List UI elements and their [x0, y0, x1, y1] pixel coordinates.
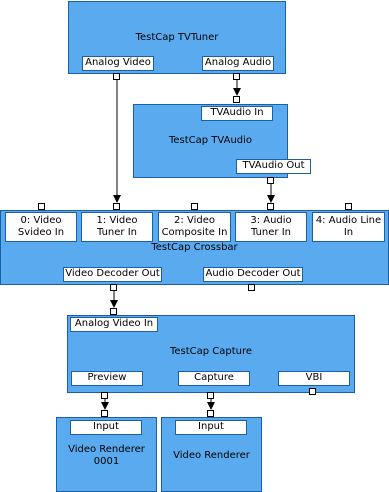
- pin-label-line2: Tuner In: [251, 227, 291, 238]
- filter-title-line2: 0001: [93, 456, 120, 467]
- connector-vbi[interactable]: [309, 388, 316, 395]
- connector-tvaudio-out[interactable]: [267, 177, 274, 184]
- pin-preview[interactable]: Preview: [71, 371, 143, 386]
- filter-title: TestCap Capture: [169, 346, 253, 357]
- pin-label-line1: 4: Audio Line: [315, 215, 382, 226]
- pin-vbi[interactable]: VBI: [278, 371, 350, 386]
- filter-tvaudio[interactable]: TVAudio In TestCap TVAudio TVAudio Out: [133, 104, 311, 178]
- pin-label-line1: 3: Audio: [250, 215, 292, 226]
- pin-label-line2: In: [343, 227, 354, 238]
- connector-crossbar-in-4[interactable]: [345, 203, 352, 210]
- pin-renderer2-input[interactable]: Input: [175, 420, 247, 435]
- pin-audio-decoder-out[interactable]: Audio Decoder Out: [203, 267, 303, 282]
- filter-tvtuner[interactable]: TestCap TVTuner Analog Video Analog Audi…: [68, 1, 286, 74]
- pin-analog-video-in[interactable]: Analog Video In: [70, 317, 158, 332]
- connector-renderer1-in[interactable]: [101, 410, 108, 417]
- pin-crossbar-in-3[interactable]: 3: Audio Tuner In: [235, 212, 307, 242]
- pin-tvaudio-in[interactable]: TVAudio In: [201, 106, 273, 121]
- filter-title-line1: Video Renderer: [68, 444, 145, 455]
- pin-capture[interactable]: Capture: [178, 371, 250, 386]
- pin-label-line2: Composite In: [161, 227, 228, 238]
- pin-video-decoder-out[interactable]: Video Decoder Out: [63, 267, 162, 282]
- connector-crossbar-in-2[interactable]: [191, 203, 198, 210]
- connector-audio-decoder-out[interactable]: [248, 284, 255, 291]
- filter-title: TestCap Crossbar: [151, 242, 238, 253]
- filter-title: Video Renderer: [173, 450, 250, 461]
- connector-capture[interactable]: [207, 392, 214, 399]
- pin-crossbar-in-4[interactable]: 4: Audio Line In: [312, 212, 385, 242]
- connector-capture-in[interactable]: [110, 308, 117, 315]
- pin-label-line1: 2: Video: [174, 215, 215, 226]
- filter-title: TestCap TVAudio: [168, 135, 253, 146]
- connector-crossbar-in-1[interactable]: [113, 203, 120, 210]
- connector-crossbar-in-3[interactable]: [267, 203, 274, 210]
- pin-crossbar-in-2[interactable]: 2: Video Composite In: [158, 212, 231, 242]
- filter-video-renderer[interactable]: Input Video Renderer: [161, 417, 262, 492]
- pin-crossbar-in-0[interactable]: 0: Video Svideo In: [5, 212, 77, 242]
- connector-analog-video[interactable]: [113, 73, 120, 80]
- pin-crossbar-in-1[interactable]: 1: Video Tuner In: [81, 212, 153, 242]
- connector-video-decoder-out[interactable]: [110, 284, 117, 291]
- pin-tvaudio-out[interactable]: TVAudio Out: [236, 159, 311, 174]
- filter-crossbar[interactable]: 0: Video Svideo In 1: Video Tuner In 2: …: [0, 210, 389, 285]
- pin-label-line1: 0: Video: [20, 215, 62, 226]
- filter-capture[interactable]: Analog Video In TestCap Capture Preview …: [67, 315, 355, 393]
- pin-renderer1-input[interactable]: Input: [70, 420, 142, 435]
- connector-crossbar-in-0[interactable]: [38, 203, 45, 210]
- pin-label-line2: Svideo In: [17, 227, 65, 238]
- connector-tvaudio-in[interactable]: [233, 96, 240, 103]
- pin-label-line2: Tuner In: [97, 227, 137, 238]
- connector-renderer2-in[interactable]: [207, 410, 214, 417]
- pin-analog-audio[interactable]: Analog Audio: [202, 56, 274, 71]
- pin-label-line1: 1: Video: [96, 215, 138, 226]
- filter-video-renderer-0001[interactable]: Input Video Renderer 0001: [56, 417, 157, 492]
- connector-preview[interactable]: [101, 392, 108, 399]
- filter-title: TestCap TVTuner: [135, 32, 219, 43]
- pin-analog-video[interactable]: Analog Video: [82, 56, 154, 71]
- connector-analog-audio[interactable]: [233, 73, 240, 80]
